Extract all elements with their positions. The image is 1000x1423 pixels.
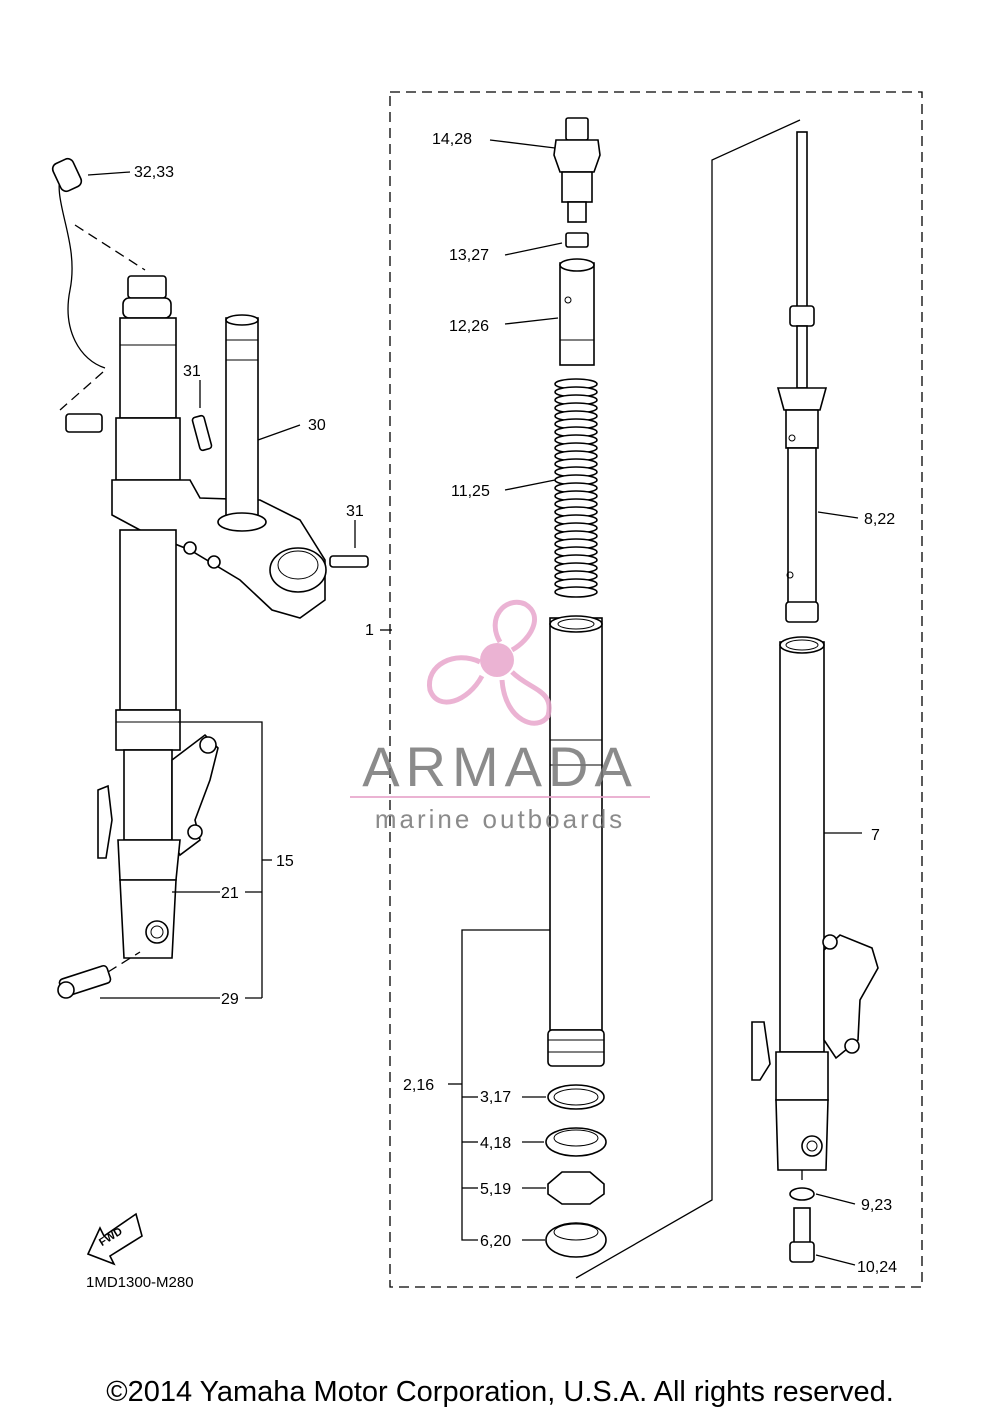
- armada-watermark: ARMADA marine outboards: [350, 599, 650, 834]
- callout-15: 15: [276, 853, 294, 870]
- callout-4-18: 4,18: [480, 1135, 511, 1152]
- callout-3-17: 3,17: [480, 1089, 511, 1106]
- callout-9-23: 9,23: [861, 1197, 892, 1214]
- callout-31-upper: 31: [183, 363, 201, 380]
- propeller-logo-icon: [427, 599, 552, 726]
- callout-21: 21: [221, 885, 239, 902]
- watermark-brand: ARMADA: [362, 735, 638, 798]
- callout-6-20: 6,20: [480, 1233, 511, 1250]
- callout-31-right: 31: [346, 503, 364, 520]
- callout-1: 1: [365, 622, 374, 639]
- cartridge-column: [575, 119, 879, 1279]
- callout-30: 30: [308, 417, 326, 434]
- callout-13-27: 13,27: [449, 247, 489, 264]
- callout-10-24: 10,24: [857, 1259, 897, 1276]
- callout-8-22: 8,22: [864, 511, 895, 528]
- callout-32-33: 32,33: [134, 164, 174, 181]
- fwd-arrow-icon: [86, 1212, 143, 1266]
- fork-spring: [554, 378, 598, 598]
- diagram-code: 1MD1300-M280: [86, 1274, 194, 1291]
- parts-diagram: FWD ARMADA marine outboards 32,33 31 30 …: [51, 91, 923, 1288]
- callout-29: 29: [221, 991, 239, 1008]
- callout-11-25: 11,25: [451, 483, 490, 500]
- spring-coil: [554, 586, 598, 598]
- copyright-notice: ©2014 Yamaha Motor Corporation, U.S.A. A…: [106, 1376, 894, 1408]
- callout-2-16: 2,16: [403, 1077, 434, 1094]
- watermark-tagline: marine outboards: [375, 804, 625, 834]
- callout-5-19: 5,19: [480, 1181, 511, 1198]
- callout-7: 7: [871, 827, 880, 844]
- callout-12-26: 12,26: [449, 318, 489, 335]
- callout-labels: 32,33 31 30 31 15 21 29 1 14,28 13,27 12…: [134, 131, 897, 1276]
- callout-14-28: 14,28: [432, 131, 472, 148]
- assembly-dashed-box: [389, 91, 923, 1288]
- complete-fork-assembly: [51, 157, 369, 999]
- inner-parts-column: [380, 117, 607, 1258]
